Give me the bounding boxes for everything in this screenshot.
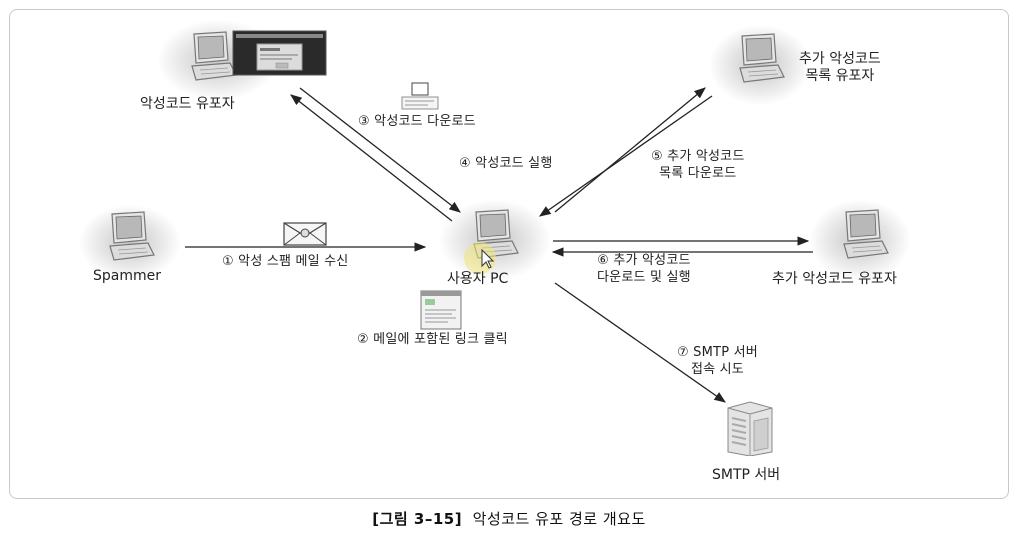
step-3-label: ③ 악성코드 다운로드 (358, 114, 476, 129)
step-5-label-line1: ⑤ 추가 악성코드 (651, 149, 745, 164)
spammer-label: Spammer (93, 268, 161, 284)
distributor-label: 악성코드 유포자 (140, 96, 235, 112)
step-4-label: ④ 악성코드 실행 (459, 156, 553, 171)
malware-screenshot-thumbnail (232, 30, 327, 76)
figure-caption: [그림 3–15] 악성코드 유포 경로 개요도 (0, 508, 1018, 529)
step-6-label: ⑥ 추가 악성코드 다운로드 및 실행 (597, 252, 691, 286)
distributor-computer-icon (191, 31, 237, 81)
user-pc-computer-icon (473, 209, 519, 259)
step-7-label-line2: 접속 시도 (690, 362, 744, 377)
spammer-computer-icon (109, 211, 155, 261)
step-7-label-line1: ⑦ SMTP 서버 (677, 345, 758, 360)
step-1-label: ① 악성 스팸 메일 수신 (222, 254, 349, 269)
smtp-server-icon (727, 401, 773, 456)
extra-top-label-line1: 추가 악성코드 (799, 51, 881, 67)
step-2-label: ② 메일에 포함된 링크 클릭 (357, 332, 508, 347)
cursor-highlight (464, 242, 496, 274)
arrow-pc-to-smtp (554, 282, 726, 403)
email-window-icon (420, 290, 462, 330)
step-6-label-line2: 다운로드 및 실행 (597, 270, 691, 285)
arrow-extra-top-to-pc (539, 95, 713, 217)
smtp-server-label: SMTP 서버 (712, 467, 781, 483)
figure-number: [그림 3–15] (372, 510, 463, 528)
step-6-label-line1: ⑥ 추가 악성코드 (597, 253, 691, 268)
figure-title: 악성코드 유포 경로 개요도 (472, 510, 646, 528)
arrow-distributor-to-pc (299, 87, 461, 213)
mail-envelope-icon (283, 222, 327, 246)
arrow-pc-to-extra-top (554, 87, 706, 213)
step-5-label-line2: 목록 다운로드 (659, 166, 737, 181)
step-5-label: ⑤ 추가 악성코드 목록 다운로드 (651, 148, 744, 182)
extra-top-label: 추가 악성코드 목록 유포자 (799, 51, 881, 85)
user-pc-label: 사용자 PC (447, 271, 509, 287)
arrow-pc-to-distributor (290, 94, 453, 222)
extra-top-label-line2: 목록 유포자 (805, 68, 875, 84)
download-window-icon (401, 82, 439, 110)
extra-top-computer-icon (739, 33, 785, 83)
extra-right-label: 추가 악성코드 유포자 (772, 271, 897, 287)
extra-right-computer-icon (843, 209, 889, 259)
step-7-label: ⑦ SMTP 서버 접속 시도 (677, 344, 758, 378)
